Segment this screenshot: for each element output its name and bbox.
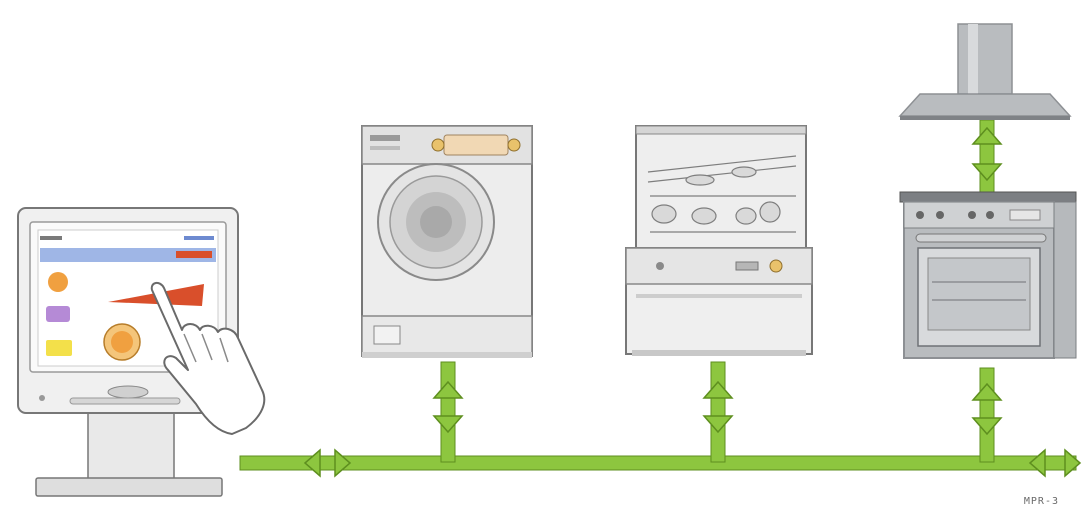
hood-link-arrow-icon <box>971 126 1003 182</box>
dishwasher-icon <box>625 125 813 356</box>
dishwasher-link-arrow-icon <box>702 380 734 434</box>
touch-screen-monitor-icon <box>17 207 239 497</box>
left-bus-arrow-icon <box>303 448 352 478</box>
washer-link-arrow-icon <box>432 380 464 434</box>
right-bus-arrow-icon <box>1028 448 1082 478</box>
oven-link-arrow-icon <box>971 382 1003 436</box>
pointing-hand-icon <box>150 282 266 435</box>
footer-label: MPR-3 <box>1023 496 1059 507</box>
washing-machine-icon <box>361 125 533 358</box>
extractor-hood-icon <box>898 23 1072 120</box>
oven-icon <box>899 191 1077 359</box>
